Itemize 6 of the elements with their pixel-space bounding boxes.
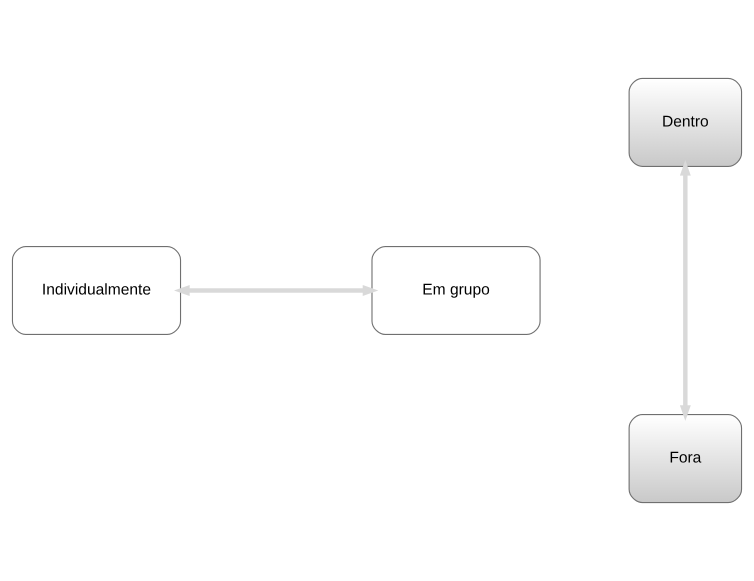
node-box: Dentro bbox=[628, 78, 742, 167]
node-box: Em grupo bbox=[371, 246, 541, 336]
node-box: Individualmente bbox=[12, 246, 182, 336]
node-box: Fora bbox=[628, 414, 742, 504]
arrow bbox=[174, 285, 378, 296]
arrow bbox=[680, 160, 691, 421]
